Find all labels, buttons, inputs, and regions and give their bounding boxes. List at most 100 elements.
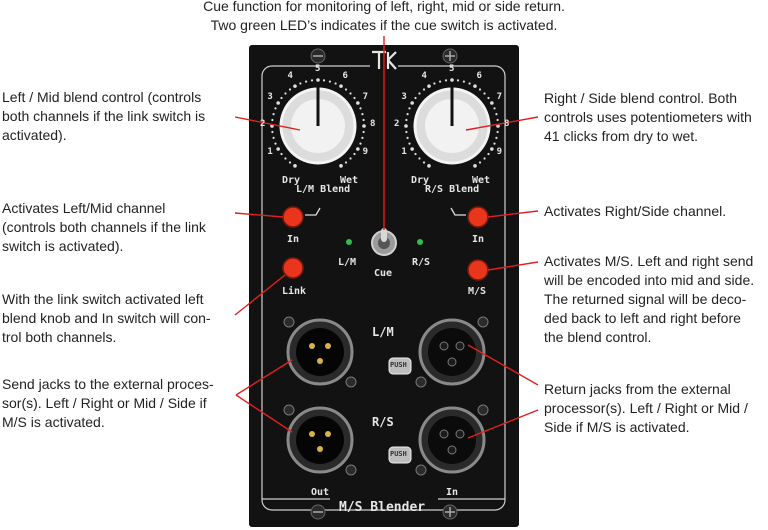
cue-lm-label: L/M: [338, 257, 357, 268]
right-blend-knob[interactable]: [413, 87, 491, 165]
knob-tick-dot: [483, 157, 486, 160]
knob-tick-dot: [406, 136, 409, 140]
knob-tick-dot: [414, 152, 417, 156]
knob-tick-dot: [478, 161, 482, 164]
knob-tick-dot: [322, 79, 326, 82]
xlr-lm-label: L/M: [372, 325, 394, 339]
knob-tick-dot: [427, 164, 431, 168]
knob-tick-dot: [310, 79, 314, 82]
left-blend-knob[interactable]: [279, 87, 357, 165]
push-label-lm: PUSH: [390, 361, 407, 369]
knob-tick-dot: [450, 78, 454, 82]
leader-left-blend: [234, 116, 301, 131]
knob-tick-dot: [271, 130, 274, 134]
knob-tick-dot: [284, 92, 287, 95]
xlr-rs-label: R/S: [372, 415, 394, 429]
leader-send-bottom: [235, 394, 293, 433]
screw-top-left: [310, 48, 326, 64]
leader-return-top: [467, 344, 539, 386]
knob-tick-dot: [438, 80, 442, 83]
ms-button[interactable]: [467, 259, 489, 281]
cue-label: Cue: [374, 268, 393, 279]
xlr-send-rs[interactable]: [286, 406, 354, 474]
knob-tick-dot: [362, 124, 366, 128]
leader-right-blend: [465, 116, 539, 131]
knob-tick-dot: [353, 152, 356, 156]
knob-scale-number: 8: [504, 119, 510, 129]
knob-tick-dot: [496, 130, 499, 134]
knob-tick-dot: [271, 118, 274, 122]
knob-scale-number: 9: [496, 146, 503, 157]
push-latch-rs[interactable]: [388, 446, 412, 464]
cue-led-right: [417, 239, 423, 245]
knob-tick-dot: [495, 112, 498, 116]
knob-tick-dot: [361, 112, 364, 116]
left-in-label: In: [287, 234, 300, 245]
link-label: Link: [282, 286, 307, 297]
xlr-send-lm[interactable]: [286, 318, 354, 386]
knob-tick-dot: [414, 96, 417, 100]
knob-tick-dot: [293, 164, 297, 168]
leader-right-in: [487, 210, 539, 218]
knob-tick-dot: [356, 101, 360, 105]
knob-tick-dot: [496, 124, 500, 128]
knob-tick-dot: [359, 142, 362, 145]
knob-tick-dot: [406, 112, 409, 116]
knob-tick-dot: [487, 152, 490, 156]
knob-tick-dot: [272, 112, 275, 116]
knob-scale-number: 3: [401, 91, 407, 102]
link-button[interactable]: [282, 257, 304, 279]
knob-tick-dot: [288, 161, 292, 164]
right-in-bracket: [450, 207, 466, 216]
cue-toggle-switch[interactable]: [371, 228, 397, 256]
knob-tick-dot: [462, 80, 466, 83]
return-annotation: Return jacks from the external processor…: [544, 381, 748, 435]
right-in-button[interactable]: [467, 206, 489, 228]
knob-scale-number: 6: [476, 71, 482, 82]
knob-scale-number: 7: [496, 91, 503, 102]
knob-tick-dot: [349, 157, 352, 160]
knob-tick-dot: [404, 124, 408, 128]
xlr-return-lm[interactable]: [418, 318, 486, 386]
right-wet-label: Wet: [472, 175, 491, 186]
out-label: Out: [311, 487, 330, 498]
screw-bottom-left: [310, 504, 326, 520]
knob-scale-number: 2: [394, 119, 400, 129]
knob-tick-dot: [478, 88, 482, 91]
left-blend-annotation: Left / Mid blend control (controls both …: [2, 89, 206, 143]
knob-tick-dot: [284, 157, 287, 160]
screw-bottom-right: [442, 504, 458, 520]
knob-tick-dot: [293, 84, 297, 88]
left-in-button[interactable]: [282, 206, 304, 228]
knob-tick-dot: [408, 107, 411, 110]
knob-tick-dot: [490, 101, 494, 105]
knob-tick-dot: [427, 84, 431, 88]
knob-scale-number: 3: [267, 91, 273, 102]
knob-tick-dot: [276, 101, 280, 105]
knob-tick-dot: [362, 130, 365, 134]
knob-tick-dot: [316, 78, 320, 82]
cue-rs-label: R/S: [412, 257, 431, 268]
knob-tick-dot: [405, 130, 408, 134]
return-in-label: In: [446, 487, 459, 498]
knob-tick-dot: [495, 136, 498, 140]
knob-scale-number: 2: [260, 119, 266, 129]
xlr-return-rs[interactable]: [418, 406, 486, 474]
knob-tick-dot: [328, 80, 332, 83]
knob-tick-dot: [422, 88, 426, 91]
knob-scale-number: 5: [315, 64, 321, 74]
push-latch-lm[interactable]: [388, 357, 412, 375]
knob-tick-dot: [356, 147, 360, 151]
knob-tick-dot: [493, 142, 496, 145]
knob-scale-number: 6: [342, 71, 348, 82]
knob-tick-dot: [280, 96, 283, 100]
knob-tick-dot: [487, 96, 490, 100]
knob-tick-dot: [456, 79, 460, 82]
cue-annotation: Cue function for monitoring of left, rig…: [203, 0, 565, 33]
knob-tick-dot: [418, 157, 421, 160]
knob-tick-dot: [433, 82, 436, 85]
leader-left-in: [234, 212, 284, 218]
knob-scale-number: 5: [449, 64, 455, 74]
knob-tick-dot: [444, 79, 448, 82]
